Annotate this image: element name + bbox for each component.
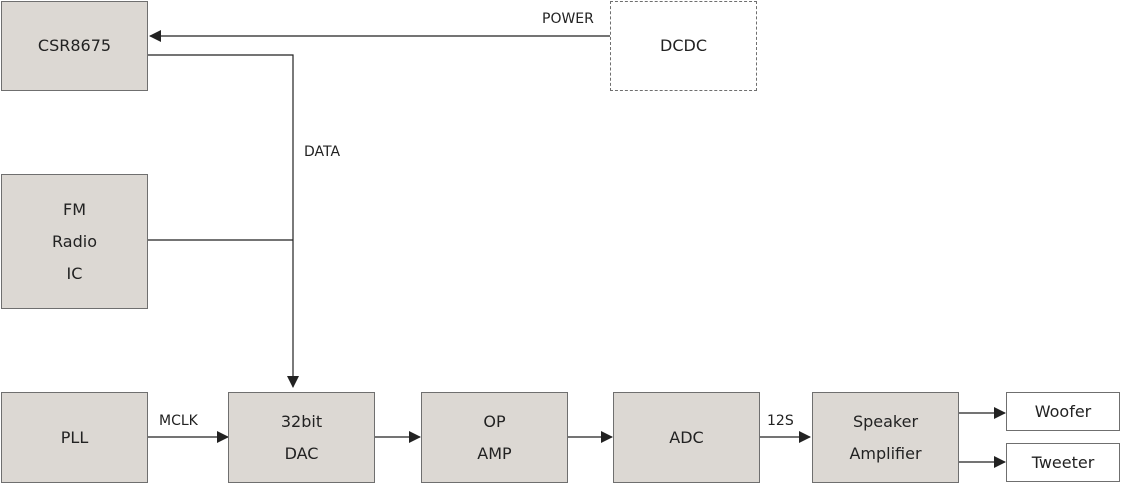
tweeter-label: Tweeter [1031,452,1095,472]
csr8675-block: CSR8675 [1,1,148,91]
woofer-label: Woofer [1034,401,1092,421]
dcdc-label: DCDC [660,36,707,55]
dcdc-block: DCDC [610,1,757,91]
i2s-signal-label: 12S [767,413,794,429]
data-line-csr [148,54,294,240]
fm-label-line3: IC [66,263,83,283]
dac-label-line2: DAC [284,443,319,463]
opamp-label-line1: OP [483,411,506,431]
pll-block: PLL [1,392,148,483]
dac-label-line1: 32bit [280,411,323,431]
speaker-amp-label-line2: Amplifier [849,443,922,463]
fm-label-line2: Radio [52,231,97,251]
tweeter-block: Tweeter [1006,443,1120,482]
opamp-label-line2: AMP [477,443,512,463]
dac-block: 32bit DAC [228,392,375,483]
pll-label: PLL [60,427,89,447]
speaker-amp-label-line1: Speaker [852,411,919,431]
adc-label: ADC [669,427,704,447]
fm-label-line1: FM [62,199,86,219]
woofer-block: Woofer [1006,392,1120,431]
speaker-amplifier-block: Speaker Amplifier [812,392,959,483]
data-signal-label: DATA [304,144,341,160]
mclk-signal-label: MCLK [159,413,198,429]
csr8675-label: CSR8675 [37,36,112,55]
fm-radio-ic-block: FM Radio IC [1,174,148,309]
power-signal-label: POWER [542,11,594,27]
opamp-block: OP AMP [421,392,568,483]
adc-block: ADC [613,392,760,483]
